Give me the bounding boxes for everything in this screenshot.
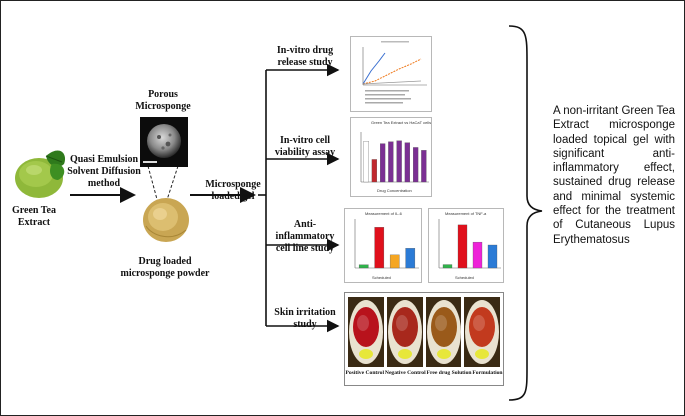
drug-release-chart — [350, 36, 432, 112]
skin-photo-captions: Positive Control Negative Control Free d… — [345, 370, 503, 376]
tnf-bar-2 — [472, 241, 483, 269]
summary-brace — [508, 25, 543, 401]
viability-bar-7 — [421, 150, 427, 183]
method-label: Quasi Emulsion Solvent Diffusion method — [67, 154, 141, 189]
skin-photo-2 — [425, 297, 462, 367]
il6-bar-2 — [389, 254, 400, 269]
tnf-chart: Measurement of TNF-a Scheduled — [428, 208, 504, 283]
skin-irritation-panel: Positive Control Negative Control Free d… — [344, 292, 504, 386]
caption-free-drug: Free drug Solution — [426, 370, 472, 376]
viability-chart-xlabel: Drug Concentration — [377, 188, 412, 193]
study-label-cell-viability: In-vitro cell viability assay — [274, 135, 336, 158]
il6-bar-3 — [405, 248, 416, 269]
porous-microsponge-label: Porous Microsponge — [135, 89, 191, 112]
viability-bar-1 — [371, 159, 377, 183]
viability-bar-2 — [379, 143, 386, 183]
microsponge-powder-image — [142, 196, 190, 244]
viability-bar-5 — [404, 142, 411, 183]
viability-bar-3 — [388, 141, 394, 183]
il6-chart-title: Measurement of IL-6 — [365, 211, 402, 216]
viability-chart-title: Green Tea Extract vs HaCaT cells — [371, 120, 432, 125]
tnf-bar-1 — [457, 224, 468, 269]
green-tea-extract-image — [12, 140, 70, 202]
tnf-bar-3 — [487, 244, 498, 269]
green-tea-extract-label: Green Tea Extract — [12, 205, 56, 228]
skin-photo-0 — [348, 297, 384, 367]
tnf-bar-0 — [442, 264, 453, 269]
viability-bar-6 — [413, 147, 419, 183]
conclusion-text: A non-irritant Green Tea Extract microsp… — [553, 105, 675, 246]
il6-bar-1 — [374, 227, 385, 269]
skin-photo-row — [348, 297, 500, 367]
study-label-drug-release: In-vitro drug release study — [276, 45, 334, 68]
caption-formulation: Formulation — [472, 370, 503, 376]
tnf-chart-title: Measurement of TNF-a — [445, 211, 487, 216]
caption-negative-control: Negative Control — [384, 370, 426, 376]
il6-chart-xlabel: Scheduled — [372, 275, 391, 280]
tnf-chart-xlabel: Scheduled — [455, 275, 474, 280]
cell-viability-chart: Green Tea Extract vs HaCaT cells Drug Co… — [350, 117, 432, 197]
caption-positive-control: Positive Control — [345, 370, 385, 376]
study-label-anti-inflammatory: Anti-inflammatory cell line study — [275, 219, 335, 254]
viability-bar-0 — [363, 141, 369, 183]
il6-chart: Measurement of IL-6 Scheduled — [344, 208, 422, 283]
microsponge-gel-label: Microsponge loaded gel — [205, 179, 261, 202]
il6-bar-0 — [358, 264, 369, 269]
sem-image — [140, 117, 188, 167]
skin-photo-3 — [464, 297, 500, 367]
skin-photo-1 — [386, 297, 423, 367]
study-label-skin-irritation: Skin irritation study — [274, 307, 336, 330]
viability-bar-4 — [396, 140, 402, 183]
drug-loaded-powder-label: Drug loaded microsponge powder — [120, 256, 210, 279]
